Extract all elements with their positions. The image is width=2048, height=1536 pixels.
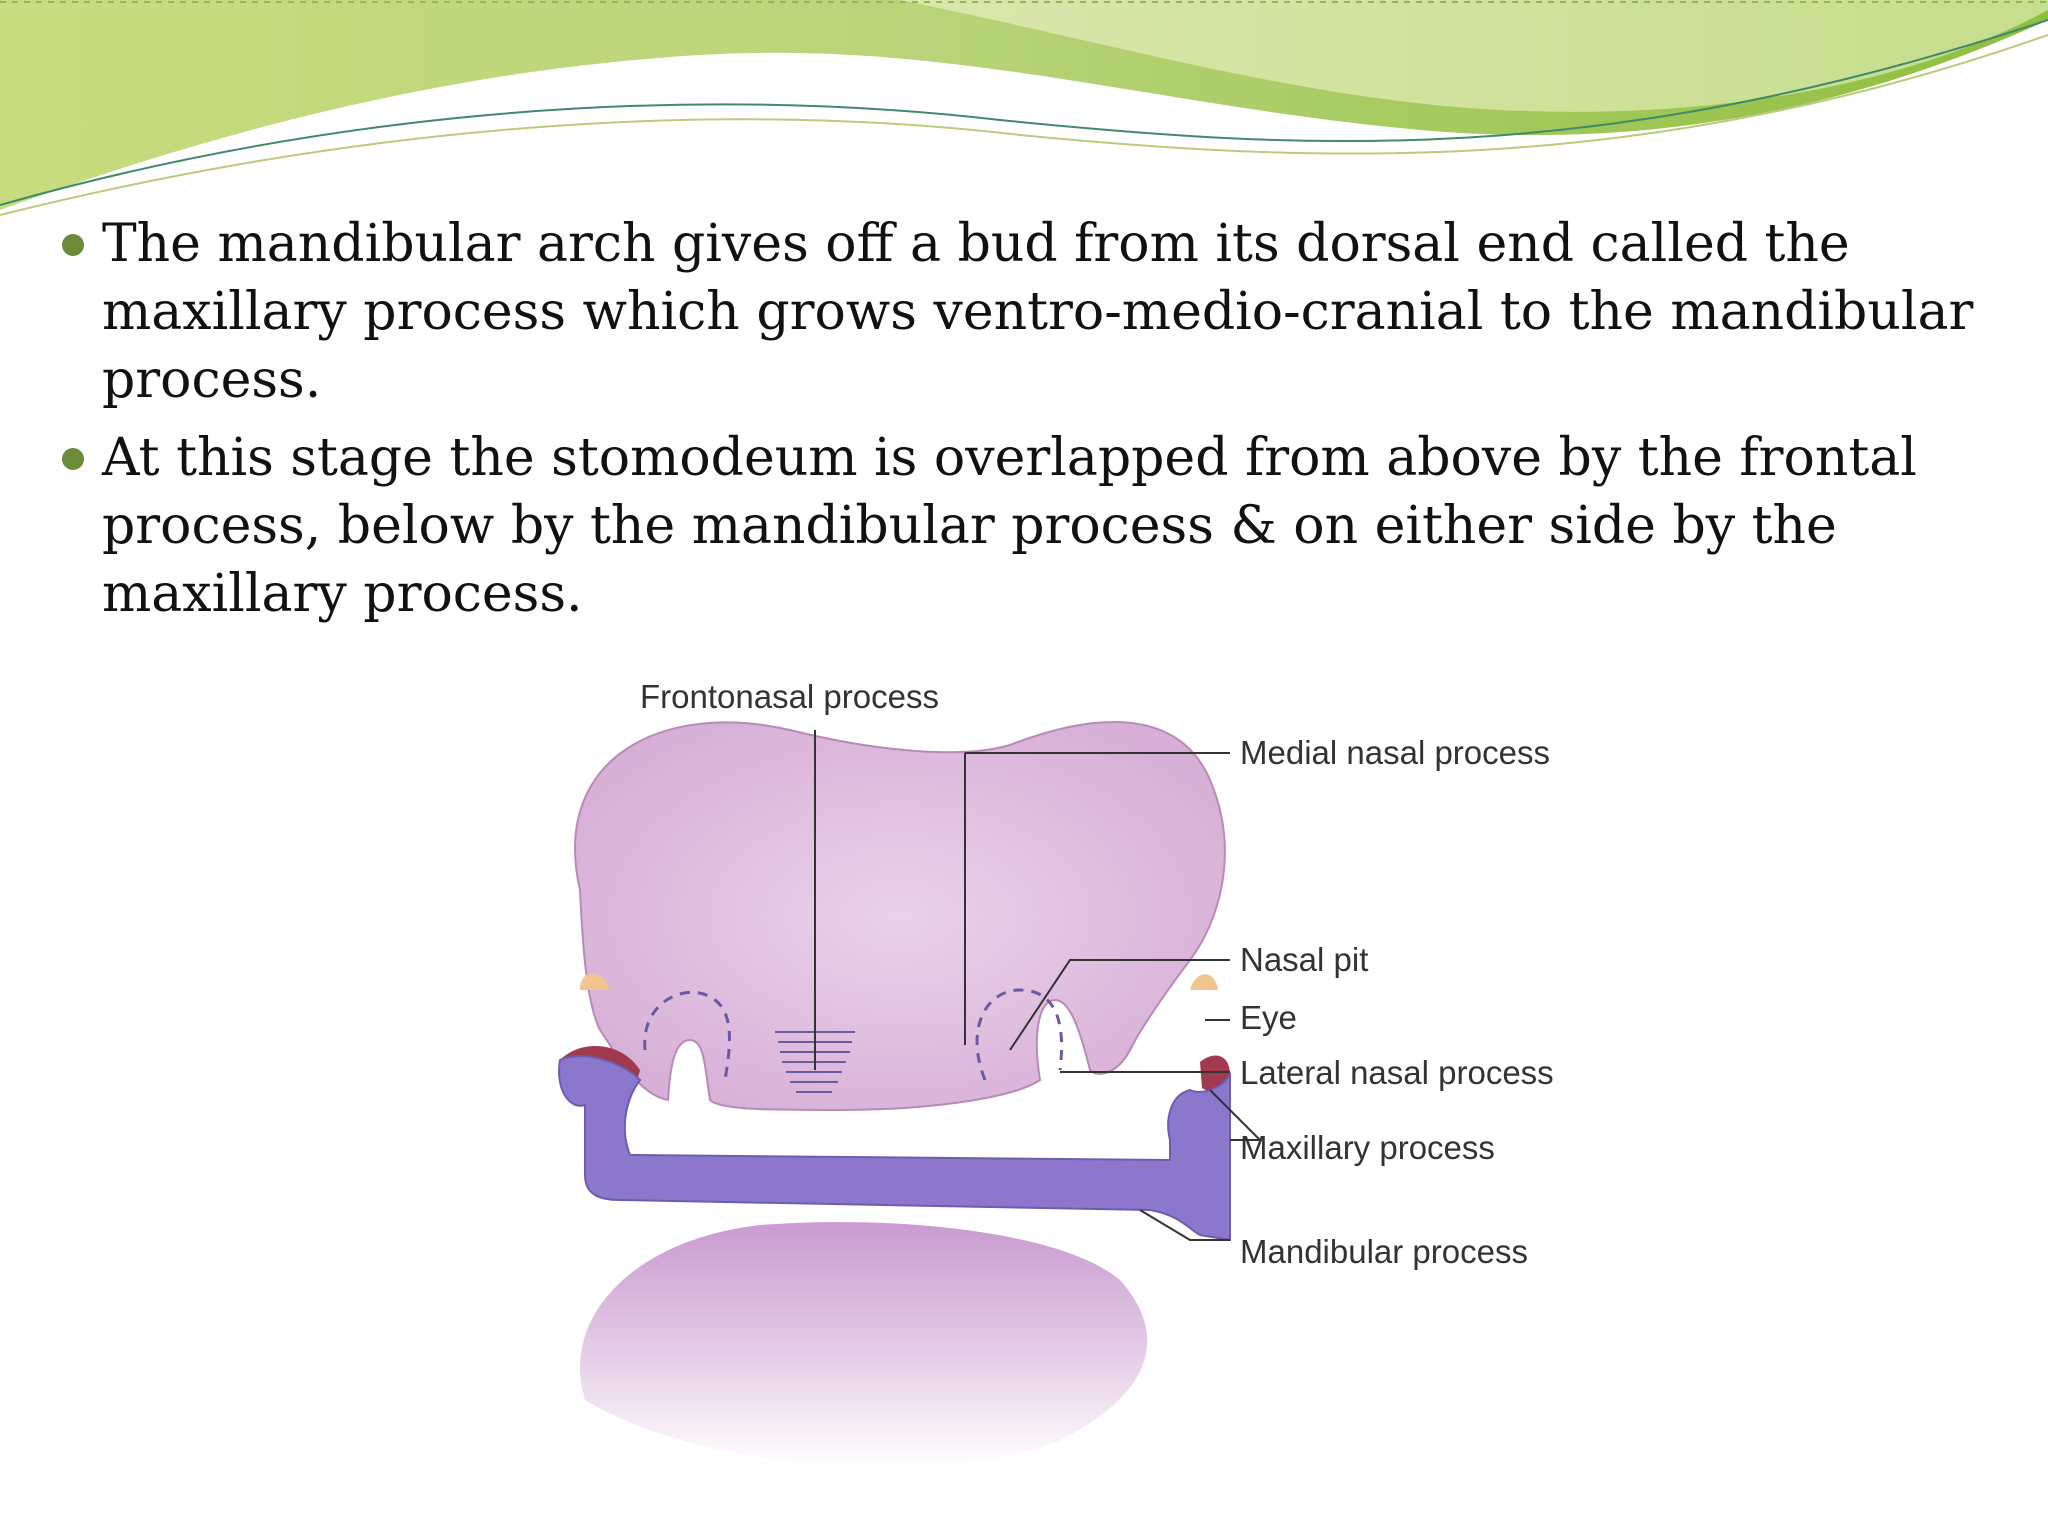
bullet-item: The mandibular arch gives off a bud from… [58, 210, 2018, 414]
lateral-nasal-process-right [1190, 974, 1218, 990]
label-lateral-nasal-process: Lateral nasal process [1240, 1054, 1554, 1091]
leader-lines [814, 730, 1263, 1241]
lower-arch-shape [579, 1222, 1148, 1468]
mandibular-process-shape [558, 1055, 1232, 1242]
bullet-list: The mandibular arch gives off a bud from… [58, 210, 2018, 638]
embryo-face-diagram: Frontonasal process Medial nasal process… [558, 678, 1554, 1468]
bullet-item: At this stage the stomodeum is overlappe… [58, 424, 2018, 628]
lateral-nasal-process-left [580, 973, 610, 990]
label-medial-nasal-process: Medial nasal process [1240, 734, 1550, 771]
frontonasal-process-shape [574, 721, 1226, 1112]
bullet-dot-icon [62, 234, 84, 256]
label-maxillary-process: Maxillary process [1240, 1129, 1495, 1166]
label-mandibular-process: Mandibular process [1240, 1233, 1528, 1270]
nasal-pit-left-outline [643, 990, 731, 1081]
label-frontonasal-process: Frontonasal process [640, 678, 939, 715]
label-eye: Eye [1240, 999, 1297, 1036]
header-wave-decoration [0, 0, 2048, 216]
bullet-text: At this stage the stomodeum is overlappe… [102, 428, 1917, 624]
nasal-pit-right-outline [975, 988, 1064, 1081]
label-nasal-pit: Nasal pit [1240, 941, 1368, 978]
bullet-dot-icon [62, 448, 84, 470]
bullet-text: The mandibular arch gives off a bud from… [102, 214, 1974, 410]
